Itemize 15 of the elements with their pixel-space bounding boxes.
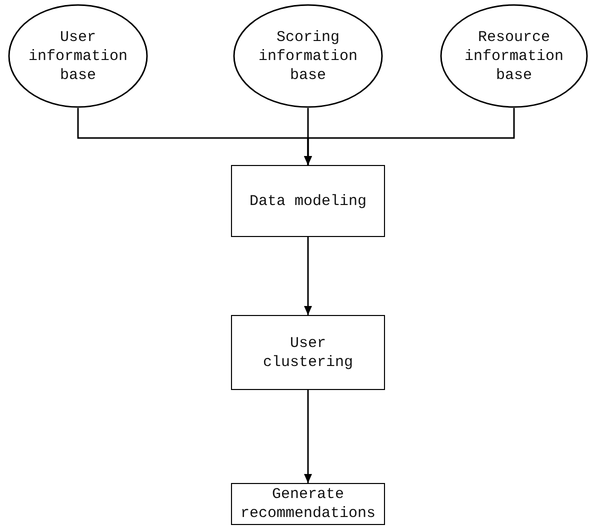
node-label: User clustering bbox=[262, 334, 354, 372]
arrow bbox=[304, 390, 312, 483]
arrow bbox=[304, 237, 312, 315]
node-label: Data modeling bbox=[249, 192, 367, 210]
process-box bbox=[231, 315, 385, 390]
process-box bbox=[231, 483, 385, 525]
node-label: Scoring information base bbox=[257, 28, 359, 84]
node-label: User information base bbox=[27, 28, 129, 84]
ellipse-node bbox=[8, 4, 148, 108]
process-box bbox=[231, 165, 385, 237]
node-label: Resource information base bbox=[463, 28, 565, 84]
node-label: Generate recommendations bbox=[239, 485, 377, 523]
ellipse-node bbox=[440, 4, 588, 108]
ellipse-node bbox=[233, 4, 383, 108]
arrow bbox=[304, 108, 515, 165]
